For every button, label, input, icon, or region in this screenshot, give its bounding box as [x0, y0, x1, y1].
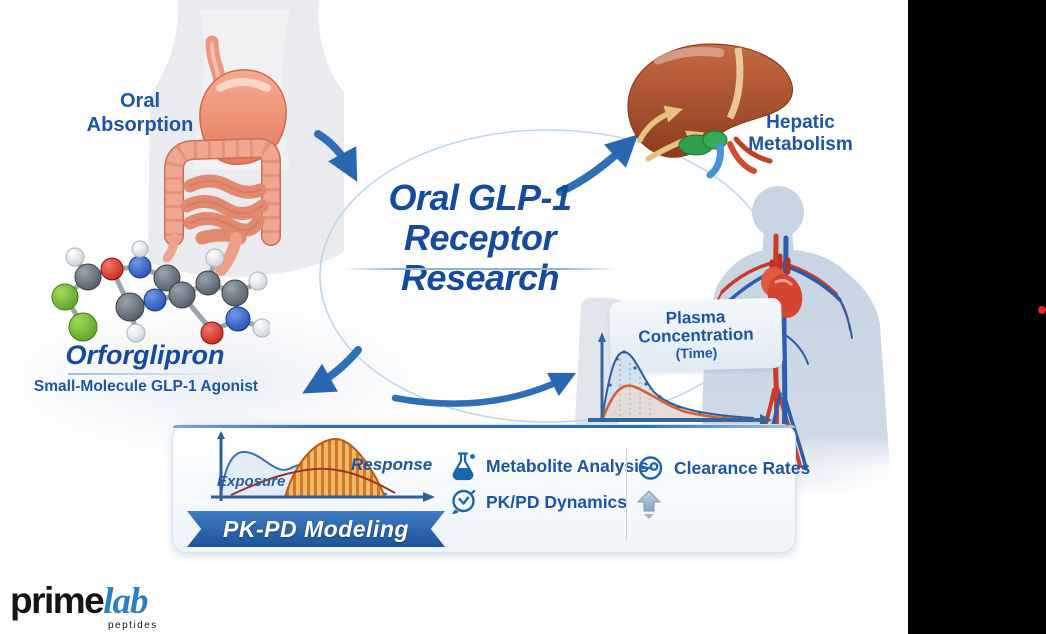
clearance-icon — [638, 456, 663, 480]
hepatic-line2: Metabolism — [748, 134, 853, 156]
plasma-concentration-chart — [588, 332, 772, 426]
oxygen-atom — [200, 321, 224, 345]
list-item-label: Clearance Rates — [674, 457, 811, 478]
up-arrow-icon — [636, 490, 662, 519]
hydrogen-atom — [126, 323, 146, 343]
hepatic-vein — [706, 142, 724, 179]
nitrogen-atom — [225, 306, 251, 332]
large-intestine — [165, 139, 280, 245]
logo-prime: prime — [10, 580, 105, 621]
carbon-atom — [195, 270, 221, 296]
oral-absorption-line1: Oral — [119, 90, 161, 112]
carbon-atom — [74, 263, 102, 291]
flask-icon — [452, 452, 475, 481]
list-item-clearance: Clearance Rates — [637, 454, 810, 482]
hepatic-artery — [727, 141, 757, 174]
response-bell-curve — [283, 437, 387, 498]
molecule-subtitle: Small-Molecule GLP-1 Agonist — [33, 378, 259, 395]
hydrogen-atom — [65, 247, 85, 267]
hydrogen-atom — [252, 318, 270, 338]
panel-top-accent — [173, 425, 795, 428]
hydrogen-atom — [131, 240, 149, 258]
molecule-name: Orforglipron — [65, 340, 225, 370]
nitrogen-atom — [143, 288, 167, 312]
response-label: Response — [351, 455, 433, 474]
arrow-center-to-liver — [556, 134, 639, 196]
arrow-absorption-to-center — [314, 130, 358, 182]
title-underline — [342, 268, 618, 270]
center-title-line2: Receptor Research — [400, 217, 560, 298]
red-dot — [1038, 306, 1046, 314]
hydrogen-atom — [248, 271, 268, 291]
pkpd-banner-label: PK-PD Modeling — [223, 515, 409, 542]
logo-peptides: peptides — [108, 620, 158, 631]
list-item-pkpd-dynamics: PK/PD Dynamics — [449, 487, 627, 517]
halogen-atom — [51, 283, 79, 311]
logo-lab: lab — [103, 581, 148, 622]
carbon-atom — [153, 264, 181, 292]
arrow-center-to-plasma — [391, 372, 577, 407]
liver-illustration — [627, 43, 794, 179]
nitrogen-atom — [128, 255, 152, 279]
center-title: Oral GLP-1 Receptor Research — [322, 178, 638, 298]
primelab-logo: primelab peptides — [10, 580, 210, 631]
molecule-underline — [68, 373, 223, 375]
halogen-atom — [68, 312, 98, 342]
hydrogen-atom — [205, 248, 225, 268]
pathway-arrows — [302, 130, 639, 407]
center-title-line1: Oral GLP-1 — [388, 177, 572, 218]
arrow-center-to-molecule — [302, 346, 362, 394]
column-divider — [626, 449, 627, 541]
orforglipron-molecule — [51, 240, 270, 345]
plasma-blue-curve — [601, 350, 755, 421]
pkpd-banner: PK-PD Modeling — [187, 511, 445, 547]
right-black-panel — [908, 0, 1046, 634]
exposure-response-chart — [211, 431, 435, 502]
pkpd-panel: Exposure Response PK-PD Modeling Metabol… — [172, 424, 810, 553]
list-item-label: Metabolite Analysis — [486, 455, 649, 476]
hepatic-line1: Hepatic — [766, 112, 835, 133]
oral-absorption-line2: Absorption — [86, 113, 194, 136]
digestive-system-illustration — [148, 0, 344, 277]
exposure-label: Exposure — [217, 473, 286, 490]
hepatic-metabolism-label: Hepatic Metabolism — [733, 112, 868, 157]
oxygen-atom — [100, 257, 124, 281]
list-item-metabolite: Metabolite Analysis — [449, 451, 649, 481]
carbon-atom — [168, 281, 196, 309]
oral-absorption-label: Oral Absorption — [55, 90, 225, 137]
dark-red-curve — [230, 467, 396, 496]
carbon-atom — [115, 292, 145, 322]
carbon-atom — [221, 279, 249, 307]
stopwatch-icon — [452, 489, 476, 514]
list-item-label: PK/PD Dynamics — [486, 491, 628, 512]
